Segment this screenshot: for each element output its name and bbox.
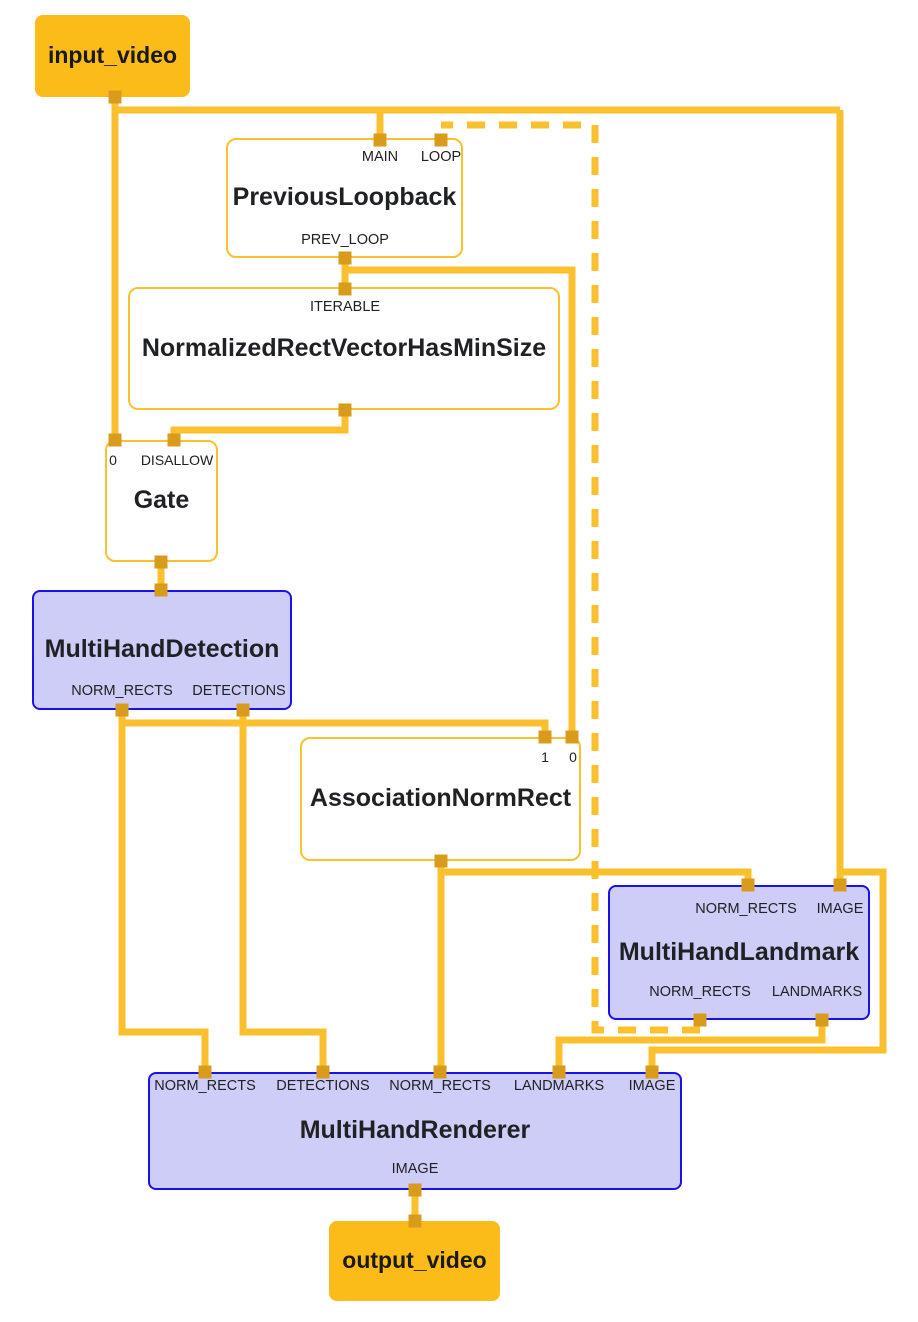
port-minsize-out[interactable] <box>338 403 352 417</box>
node-previous-loopback[interactable]: PreviousLoopback <box>226 138 463 258</box>
port-gate-0[interactable] <box>108 433 122 447</box>
edge-minsize-to-gate-disallow <box>170 410 349 440</box>
port-landmark-out-norm-rects[interactable] <box>693 1013 707 1027</box>
port-label-loop: LOOP <box>420 149 462 165</box>
port-gate-disallow[interactable] <box>167 433 181 447</box>
node-normalized-rect-vector-has-min-size[interactable]: NormalizedRectVectorHasMinSize <box>128 287 560 410</box>
port-landmark-in-image[interactable] <box>833 878 847 892</box>
node-label: output_video <box>342 1247 487 1274</box>
edge-detection-detections-to-assoc1 <box>122 719 549 737</box>
port-label-gate-disallow: DISALLOW <box>140 452 214 468</box>
node-label: Gate <box>133 486 190 515</box>
port-label-landmark-out-norm-rects: NORM_RECTS <box>649 984 751 1000</box>
edge-landmark-landmarks-to-renderer <box>555 1020 826 1072</box>
port-label-detection-norm-rects: NORM_RECTS <box>71 683 173 699</box>
port-label-detection-detections: DETECTIONS <box>192 683 286 699</box>
port-detection-in[interactable] <box>154 583 168 597</box>
edge-prevloop-to-assoc0 <box>345 266 576 737</box>
port-label-main: MAIN <box>361 149 399 165</box>
node-label: MultiHandRenderer <box>299 1116 531 1145</box>
port-renderer-norm-rects-1[interactable] <box>198 1065 212 1079</box>
edge-input-to-renderer-image <box>648 868 887 1072</box>
port-label-renderer-norm-rects-2: NORM_RECTS <box>389 1078 491 1094</box>
port-minsize-iterable[interactable] <box>338 282 352 296</box>
edge-detection-normrects-to-renderer <box>118 710 209 1072</box>
edge-loopback-dashed <box>441 121 700 1034</box>
port-gate-out[interactable] <box>154 555 168 569</box>
node-output-video[interactable]: output_video <box>329 1221 500 1301</box>
node-label: AssociationNormRect <box>309 784 572 813</box>
node-input-video[interactable]: input_video <box>35 15 190 97</box>
port-output-video-in[interactable] <box>408 1214 422 1228</box>
port-landmark-out-landmarks[interactable] <box>815 1013 829 1027</box>
port-label-renderer-detections: DETECTIONS <box>276 1078 370 1094</box>
node-multi-hand-renderer[interactable]: MultiHandRenderer <box>148 1072 682 1190</box>
port-assoc-out[interactable] <box>434 854 448 868</box>
port-label-landmark-in-norm-rects: NORM_RECTS <box>695 901 797 917</box>
edge-detection-detections-to-renderer <box>239 710 327 1072</box>
port-label-gate-0: 0 <box>109 452 117 468</box>
port-renderer-detections[interactable] <box>316 1065 330 1079</box>
node-label: PreviousLoopback <box>232 183 457 212</box>
port-label-renderer-landmarks: LANDMARKS <box>513 1078 605 1094</box>
node-label: input_video <box>47 42 178 69</box>
port-renderer-image-out[interactable] <box>408 1183 422 1197</box>
port-previous-loopback-main[interactable] <box>373 133 387 147</box>
port-renderer-norm-rects-2[interactable] <box>433 1065 447 1079</box>
port-label-assoc-0: 0 <box>569 749 577 765</box>
node-label: NormalizedRectVectorHasMinSize <box>141 333 547 362</box>
port-assoc-1[interactable] <box>538 730 552 744</box>
node-multi-hand-landmark[interactable]: MultiHandLandmark <box>608 885 870 1020</box>
port-label-assoc-1: 1 <box>541 749 549 765</box>
port-label-landmark-out-landmarks: LANDMARKS <box>771 984 863 1000</box>
port-label-renderer-norm-rects-1: NORM_RECTS <box>154 1078 256 1094</box>
port-previous-loopback-loop[interactable] <box>434 133 448 147</box>
node-association-norm-rect[interactable]: AssociationNormRect <box>300 737 581 861</box>
port-assoc-0[interactable] <box>565 730 579 744</box>
port-landmark-in-norm-rects[interactable] <box>741 878 755 892</box>
port-previous-loopback-prev-loop[interactable] <box>338 251 352 265</box>
node-multi-hand-detection[interactable]: MultiHandDetection <box>32 590 292 710</box>
node-label: MultiHandLandmark <box>618 937 860 966</box>
port-label-landmark-in-image: IMAGE <box>816 901 864 917</box>
port-detection-norm-rects[interactable] <box>115 703 129 717</box>
port-label-renderer-image-out: IMAGE <box>391 1161 439 1177</box>
port-detection-detections[interactable] <box>236 703 250 717</box>
port-renderer-image-in[interactable] <box>645 1065 659 1079</box>
edge-input-to-bus <box>111 97 840 114</box>
port-label-renderer-image-in: IMAGE <box>628 1078 676 1094</box>
port-renderer-landmarks[interactable] <box>552 1065 566 1079</box>
port-label-prev-loop: PREV_LOOP <box>301 232 389 248</box>
node-gate[interactable]: Gate <box>105 440 218 562</box>
port-label-iterable: ITERABLE <box>309 299 381 315</box>
port-input-video-out[interactable] <box>108 90 122 104</box>
node-label: MultiHandDetection <box>44 635 280 664</box>
